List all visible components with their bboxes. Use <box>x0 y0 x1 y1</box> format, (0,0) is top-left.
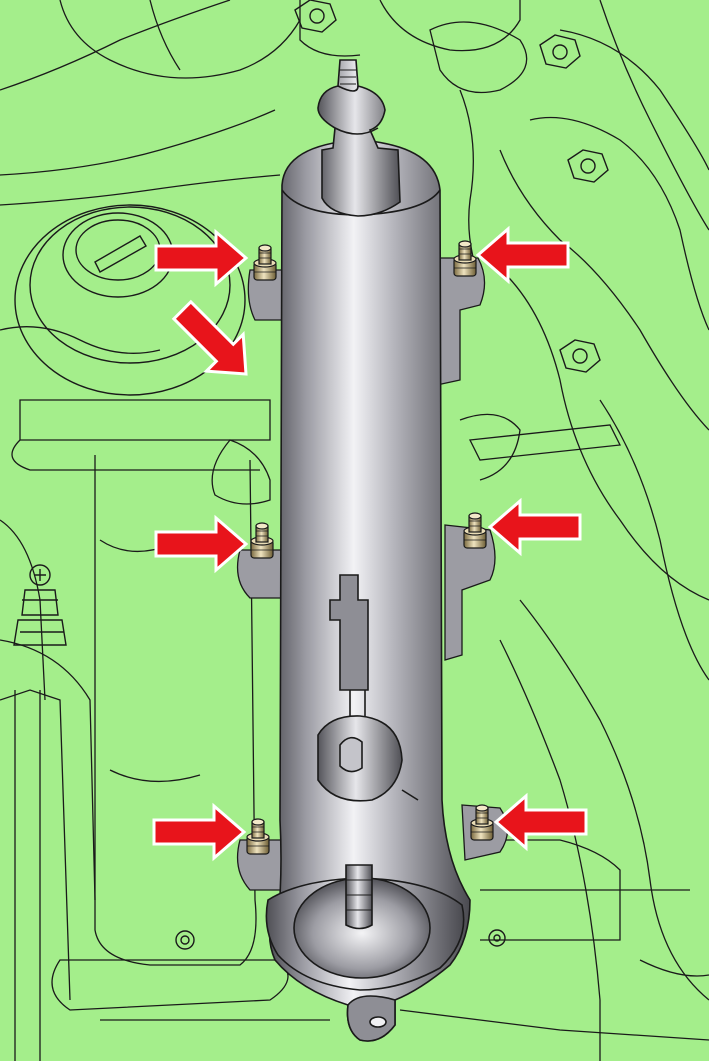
arrow-lower-right <box>493 792 588 852</box>
washer-small <box>175 929 506 950</box>
mounting-flanges <box>236 257 509 891</box>
arrow-upper-right <box>475 225 570 285</box>
clip-bracket <box>329 574 369 691</box>
flange-upper-left <box>247 269 286 321</box>
flange-middle-right <box>444 524 496 661</box>
arrow-middle-left <box>154 514 249 574</box>
pipe-body <box>268 139 471 1042</box>
background-components <box>13 0 609 950</box>
upper-stub <box>317 59 401 217</box>
arrow-middle-right <box>487 497 582 557</box>
hex-nut-top <box>294 0 337 33</box>
upper-left-bolt <box>253 244 277 281</box>
outlet-stud <box>345 864 373 930</box>
upper-right-bolt <box>453 240 477 277</box>
callout-arrows <box>152 225 588 862</box>
hex-nut-right-1 <box>539 34 581 69</box>
hex-nut-right-2 <box>567 149 609 183</box>
arrow-lower-left <box>152 802 247 862</box>
lower-left-bolt <box>246 818 270 855</box>
flange-middle-left <box>236 549 286 599</box>
round-cap-part <box>14 204 246 396</box>
middle-left-bolt <box>250 522 274 559</box>
stud-threads-top <box>340 69 356 85</box>
spark-plug <box>13 564 67 646</box>
flange-upper-right <box>434 257 486 386</box>
arrow-upper-left-diagonal <box>171 299 248 376</box>
coolant-pipe <box>265 59 471 1042</box>
lower-right-bolt <box>470 804 494 841</box>
mounting-bolts <box>246 240 494 855</box>
middle-right-bolt <box>463 512 487 549</box>
arrow-upper-left <box>154 228 249 288</box>
hex-nut-right-3 <box>559 339 601 373</box>
